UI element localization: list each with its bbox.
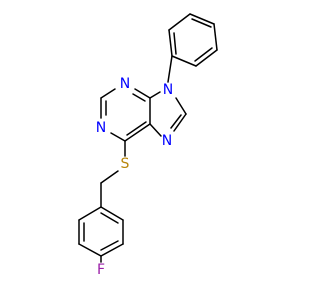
bond [171, 55, 197, 67]
bonds [78, 13, 218, 263]
bond [213, 23, 218, 51]
atom-n1-label: N [96, 120, 106, 136]
atom-n9-label: N [163, 82, 173, 98]
molecule-diagram: N N N N S F [78, 13, 218, 278]
atom-s-label: S [121, 156, 130, 172]
bond [100, 206, 124, 221]
bond [100, 88, 116, 99]
bond [78, 206, 102, 221]
bond [126, 121, 147, 136]
atom-f-label: F [97, 262, 105, 278]
bond [100, 170, 119, 184]
atom-labels: N N N N S F [96, 76, 173, 278]
atom-n7-label: N [162, 133, 172, 149]
bond [110, 132, 126, 142]
bond [191, 18, 212, 28]
bond [100, 240, 119, 251]
bond [195, 49, 218, 67]
bond [124, 123, 151, 142]
bond [134, 88, 151, 99]
bond [149, 91, 161, 99]
bond [175, 97, 187, 115]
bond [173, 32, 177, 55]
bond [100, 243, 124, 257]
bond [189, 13, 215, 25]
bond [78, 243, 102, 257]
bond [167, 55, 173, 83]
atom-n3-label: N [120, 76, 130, 92]
bond [194, 47, 213, 62]
bond [149, 123, 162, 137]
bond [173, 113, 187, 132]
bond [132, 93, 146, 102]
bond [170, 114, 182, 129]
bond [168, 29, 173, 57]
bond [168, 13, 191, 31]
bond [100, 212, 119, 224]
